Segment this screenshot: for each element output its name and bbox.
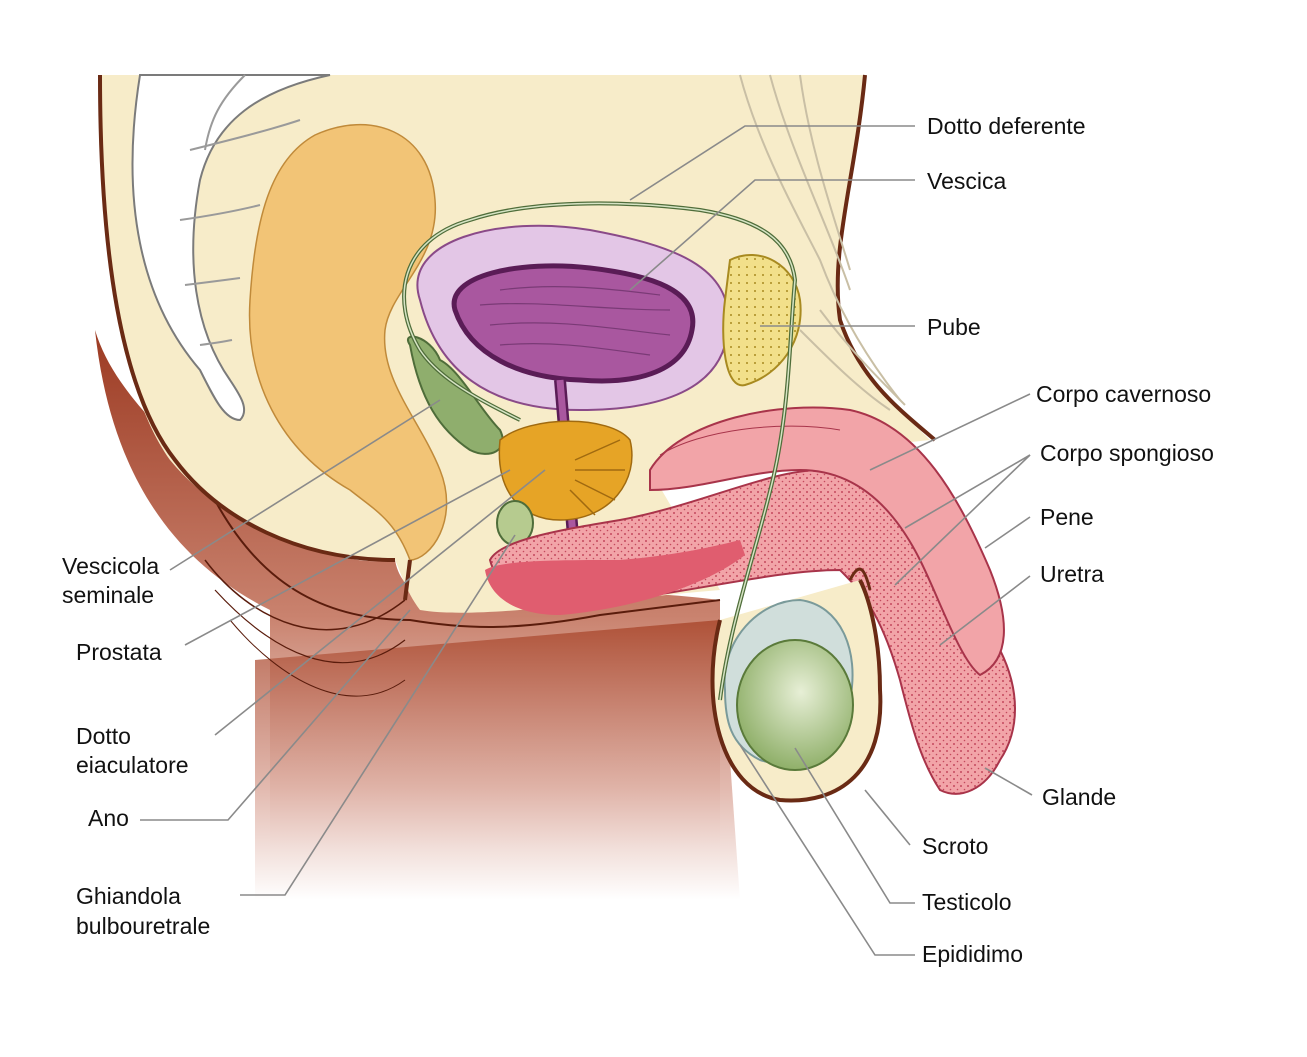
label-vescicola-line1: Vescicola [62,553,159,579]
leader-scroto [864,789,911,846]
label-corpo-spongioso: Corpo spongioso [1040,440,1214,466]
rectum [248,123,448,601]
leader-testicolo [794,747,915,904]
leader-vescica [629,179,915,291]
leader-corpo-cavernoso [869,393,1031,471]
penis [485,406,1016,795]
label-epididimo: Epididimo [922,941,1023,967]
label-uretra: Uretra [1040,561,1104,587]
leader-dotto-eiaculatore [214,469,546,736]
leader-prostata [184,469,511,646]
label-scroto: Scroto [922,833,988,859]
label-testicolo: Testicolo [922,889,1011,915]
leader-dotto-deferente [629,125,915,201]
vas-deferens [402,201,798,701]
labels: Dotto deferente Vescica Pube Corpo caver… [62,113,1214,967]
leader-pene [984,516,1031,549]
leader-epididimo [739,744,915,956]
pubic-bone [722,254,802,387]
label-ghiandola-line1: Ghiandola [76,883,181,909]
leader-uretra [939,575,1031,646]
label-vescica: Vescica [927,168,1006,194]
label-ano: Ano [88,805,129,831]
label-prostata: Prostata [76,639,162,665]
label-dotto-deferente: Dotto deferente [927,113,1086,139]
leader-vescicola [169,399,441,571]
leader-ghiandola [240,534,516,896]
leader-corpo-spongioso-2 [894,454,1031,586]
leader-lines [140,125,1033,956]
prostate [498,420,633,521]
sacrum-coccyx [131,74,331,422]
label-corpo-cavernoso: Corpo cavernoso [1036,381,1211,407]
abdominal-wall [739,74,906,411]
label-glande: Glande [1042,784,1116,810]
leader-ano [140,609,411,821]
label-dotto-eiaculatore-line1: Dotto [76,723,131,749]
label-ghiandola-line2: bulbouretrale [76,913,210,939]
leader-corpo-spongioso-1 [904,454,1031,529]
label-pene: Pene [1040,504,1094,530]
label-pube: Pube [927,314,981,340]
label-dotto-eiaculatore-line2: eiaculatore [76,752,189,778]
scrotum-testis [710,579,883,803]
leader-glande [984,767,1033,796]
label-vescicola-line2: seminale [62,582,154,608]
